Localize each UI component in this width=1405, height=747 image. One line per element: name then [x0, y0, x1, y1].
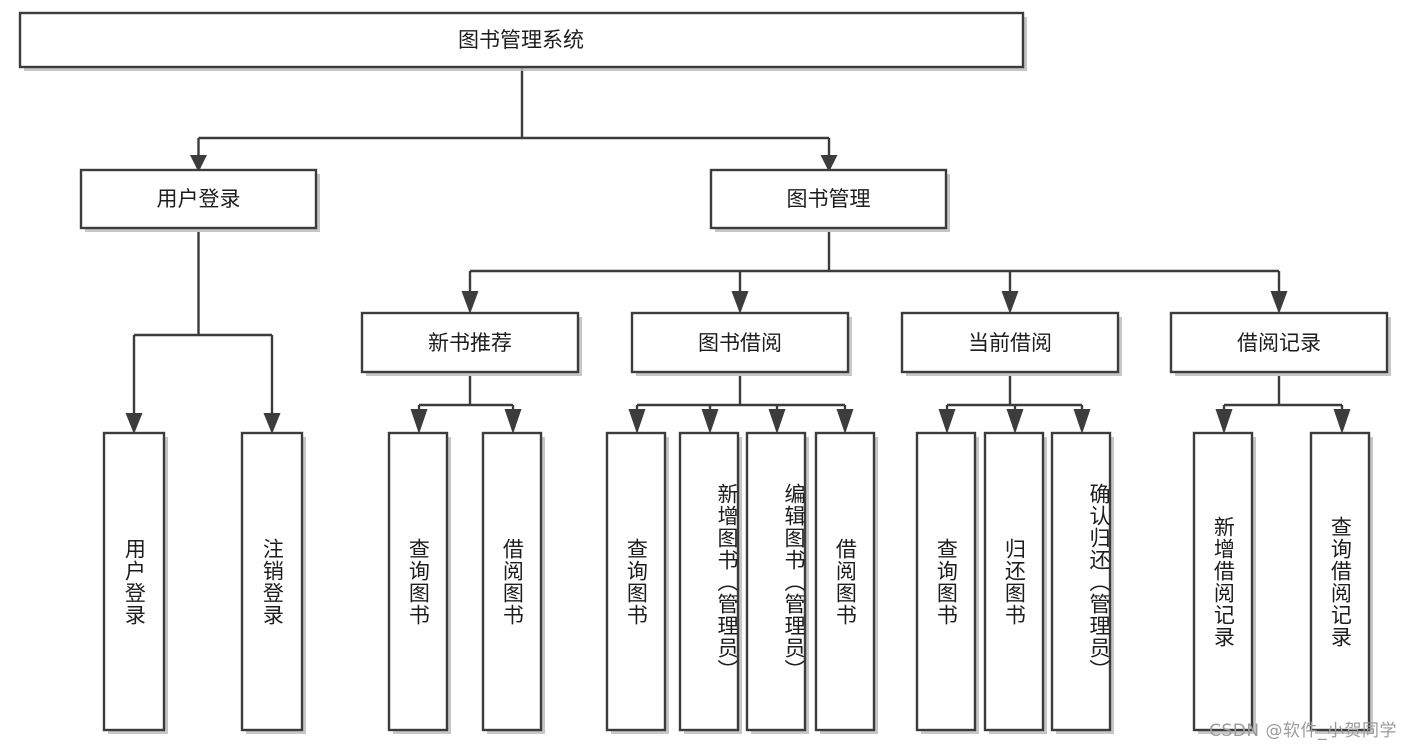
arrowhead-book-borrow [731, 291, 749, 314]
arrowhead-new-book-recommend [461, 291, 479, 314]
arrowhead-leaf-edit-book [768, 409, 786, 434]
node-leaf-user-login[interactable] [102, 431, 168, 734]
watermark: CSDN @软件_小贺同学 [1209, 721, 1397, 741]
edges-layer [125, 67, 1351, 434]
arrowhead-leaf-return-book [1006, 409, 1024, 434]
node-leaf-add-record[interactable] [1192, 431, 1256, 734]
node-current-borrow-label: 当前借阅 [968, 331, 1052, 355]
arrowhead-leaf-query-book-3 [938, 409, 956, 434]
arrowhead-user-login [190, 155, 207, 172]
arrowhead-current-borrow [1001, 291, 1019, 314]
node-leaf-query-record[interactable] [1309, 431, 1373, 734]
node-leaf-add-record-label: 新增借阅记录 [1211, 515, 1236, 648]
node-root-label: 图书管理系统 [458, 28, 584, 52]
node-new-book-recommend[interactable]: 新书推荐 [360, 311, 582, 376]
node-leaf-confirm-return[interactable] [1050, 431, 1114, 734]
node-leaf-query-book-2[interactable] [605, 431, 669, 734]
arrowhead-leaf-borrow-book-1 [504, 409, 522, 434]
arrowhead-book-management [820, 155, 838, 172]
node-leaf-return-book-label: 归还图书 [1002, 537, 1027, 626]
node-leaf-logout-label: 注销登录 [260, 537, 285, 626]
node-book-borrow-label: 图书借阅 [698, 331, 782, 355]
node-borrow-record[interactable]: 借阅记录 [1169, 311, 1391, 376]
node-leaf-borrow-book-1[interactable] [481, 431, 545, 734]
arrowhead-leaf-confirm-return [1073, 409, 1091, 434]
arrowhead-leaf-add-record [1215, 409, 1233, 434]
node-leaf-query-book-1-label: 查询图书 [406, 537, 431, 626]
node-leaf-user-login-label: 用户登录 [122, 537, 147, 626]
node-leaf-query-book-3-label: 查询图书 [934, 537, 959, 626]
arrowhead-leaf-query-record [1333, 409, 1351, 434]
node-leaf-add-book-label: 新增图书（管理员） [715, 482, 739, 681]
node-leaf-confirm-return-label: 确认归还（管理员） [1087, 482, 1111, 681]
node-user-login[interactable]: 用户登录 [79, 168, 320, 232]
node-book-borrow[interactable]: 图书借阅 [630, 311, 852, 376]
node-leaf-query-book-2-label: 查询图书 [624, 537, 649, 626]
node-leaf-return-book[interactable] [983, 431, 1047, 734]
node-book-management-label: 图书管理 [787, 187, 871, 211]
node-leaf-edit-book[interactable] [745, 431, 809, 734]
node-new-book-recommend-label: 新书推荐 [428, 331, 512, 355]
node-borrow-record-label: 借阅记录 [1237, 331, 1321, 355]
node-user-login-label: 用户登录 [157, 187, 241, 211]
node-book-management[interactable]: 图书管理 [709, 168, 950, 232]
arrowhead-leaf-query-book-1 [410, 409, 428, 434]
node-leaf-logout[interactable] [240, 431, 306, 734]
node-leaf-add-book[interactable] [678, 431, 742, 734]
arrowhead-leaf-user-login [125, 413, 143, 434]
node-root[interactable]: 图书管理系统 [18, 11, 1027, 71]
nodes-layer: 图书管理系统 用户登录 图书管理 新书推荐 [18, 11, 1391, 734]
node-leaf-borrow-book-2-label: 借阅图书 [833, 537, 858, 626]
arrowhead-borrow-record [1270, 291, 1288, 314]
arrowhead-leaf-query-book-2 [628, 409, 646, 434]
node-leaf-query-record-label: 查询借阅记录 [1328, 515, 1353, 648]
node-current-borrow[interactable]: 当前借阅 [900, 311, 1122, 376]
node-leaf-borrow-book-1-label: 借阅图书 [500, 537, 525, 626]
node-leaf-borrow-book-2[interactable] [814, 431, 878, 734]
arrowhead-leaf-logout [263, 413, 281, 434]
node-leaf-edit-book-label: 编辑图书（管理员） [782, 482, 806, 681]
node-leaf-query-book-3[interactable] [915, 431, 979, 734]
node-leaf-query-book-1[interactable] [387, 431, 451, 734]
arrowhead-leaf-borrow-book-2 [836, 409, 854, 434]
arrowhead-leaf-add-book [701, 409, 719, 434]
